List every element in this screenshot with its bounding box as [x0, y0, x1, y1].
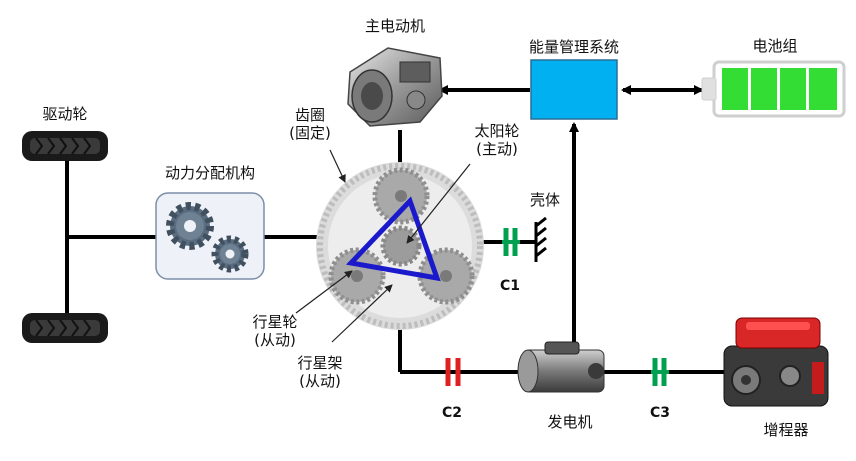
range-extender-label: 增程器	[763, 421, 809, 439]
generator-icon	[517, 341, 605, 393]
leader-lines	[295, 149, 471, 343]
ring-gear-label: 齿圈 (固定)	[289, 106, 331, 142]
clutch-c1	[502, 228, 520, 256]
housing-ground	[534, 216, 547, 262]
ems-box	[530, 59, 618, 120]
generator-label: 发电机	[547, 413, 593, 431]
planet-gear-label: 行星轮 (从动)	[252, 313, 298, 349]
gear-icon-small	[211, 235, 249, 273]
range-extender-engine-icon	[723, 317, 829, 407]
power-split-box	[155, 192, 265, 280]
main-motor-icon	[347, 47, 443, 127]
clutch-c2	[445, 358, 461, 386]
c1-label: C1	[499, 278, 520, 294]
c3-label: C3	[649, 405, 670, 421]
main-motor-label: 主电动机	[364, 17, 425, 35]
drive-wheel-label: 驱动轮	[42, 105, 88, 123]
battery-icon	[701, 60, 846, 118]
planet-carrier	[345, 196, 441, 282]
housing-label: 壳体	[529, 191, 560, 209]
c2-label: C2	[441, 405, 462, 421]
planet-carrier-label: 行星架 (从动)	[297, 354, 343, 390]
planetary-gear-set	[316, 162, 484, 330]
wheel-bottom	[22, 313, 108, 343]
power-split-label: 动力分配机构	[164, 164, 255, 182]
wheel-top	[22, 131, 108, 161]
ems-label: 能量管理系统	[528, 38, 619, 56]
battery-label: 电池组	[752, 37, 798, 55]
clutch-c3	[651, 358, 669, 386]
sun-gear-label: 太阳轮 (主动)	[474, 122, 520, 158]
gear-icon-large	[166, 202, 214, 250]
